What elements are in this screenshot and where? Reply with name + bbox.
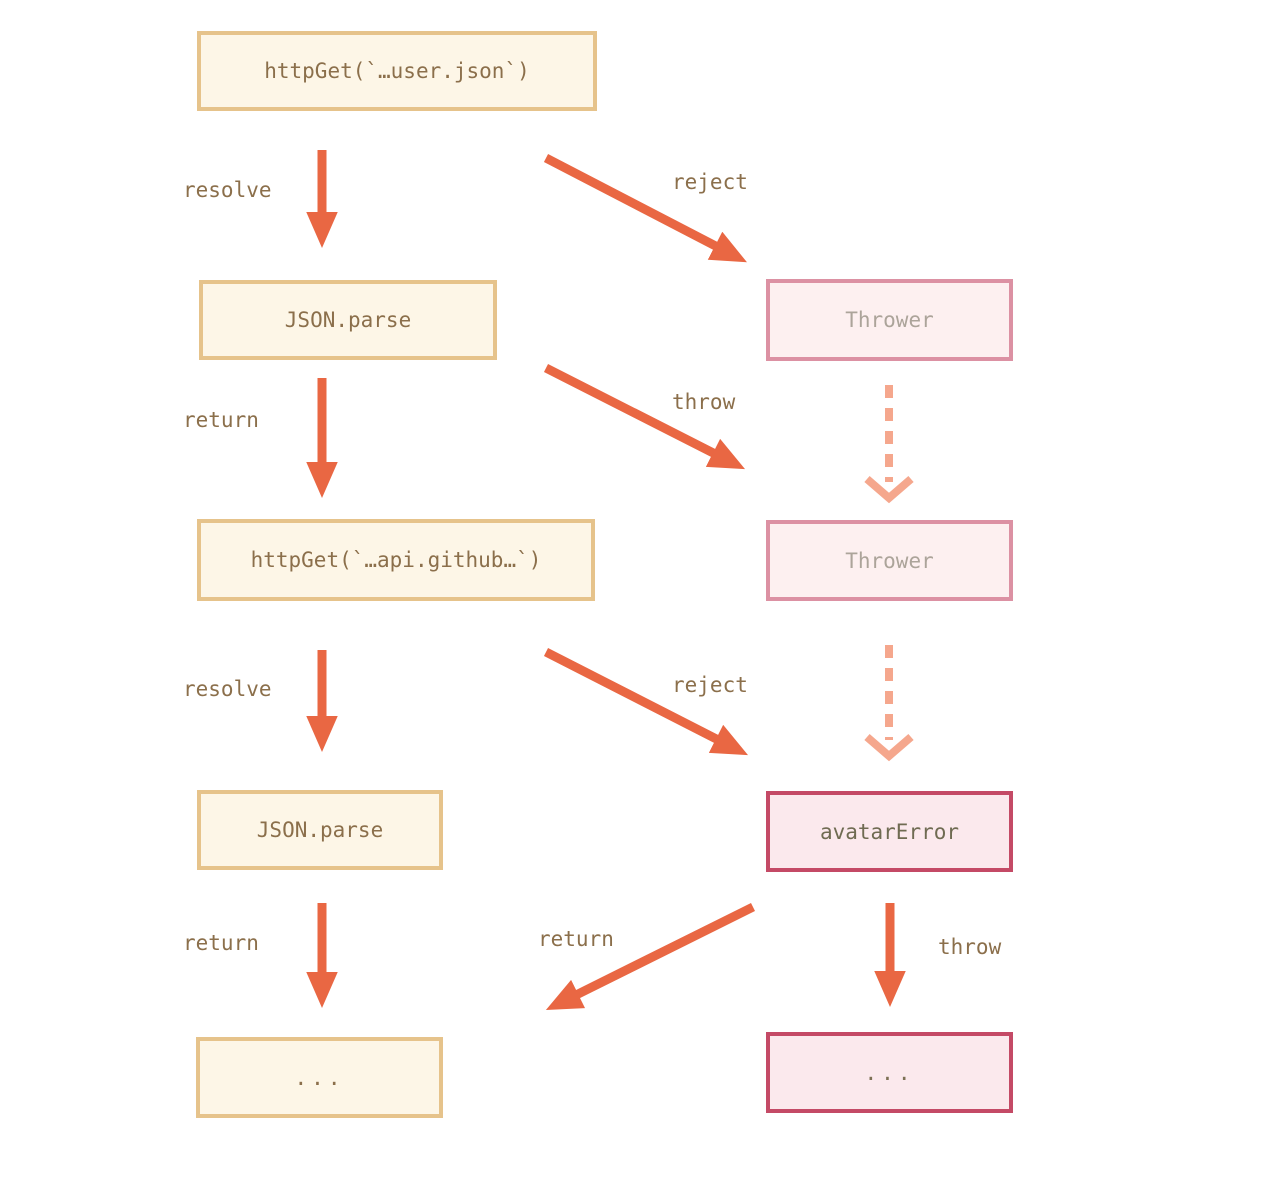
edge-label-reject-1: reject	[672, 170, 748, 194]
arrow-dashed-2-head	[864, 733, 914, 762]
node-dots-left: ...	[196, 1037, 443, 1118]
node-jsonparse-1: JSON.parse	[199, 280, 497, 360]
edge-label-return-2: return	[183, 931, 259, 955]
node-thrower-2: Thrower	[766, 520, 1013, 601]
edge-label-return-1: return	[183, 408, 259, 432]
node-dots-right: ...	[766, 1032, 1013, 1113]
edge-label-resolve-1: resolve	[183, 178, 272, 202]
arrow-return-3	[545, 902, 756, 1011]
arrow-reject-2	[543, 647, 749, 756]
node-avatar-error: avatarError	[766, 791, 1013, 872]
edge-label-reject-2: reject	[672, 673, 748, 697]
edge-label-throw-2: throw	[938, 935, 1002, 959]
edge-label-return-3: return	[538, 927, 614, 951]
node-thrower-1: Thrower	[766, 279, 1013, 361]
arrow-throw-1	[543, 363, 746, 470]
node-httpget-github: httpGet(`…api.github…`)	[197, 519, 595, 601]
edge-label-resolve-2: resolve	[183, 677, 272, 701]
node-httpget-user: httpGet(`…user.json`)	[197, 31, 597, 111]
node-jsonparse-2: JSON.parse	[197, 790, 443, 870]
arrow-dashed-1-head	[864, 475, 914, 504]
edge-label-throw-1: throw	[672, 390, 736, 414]
